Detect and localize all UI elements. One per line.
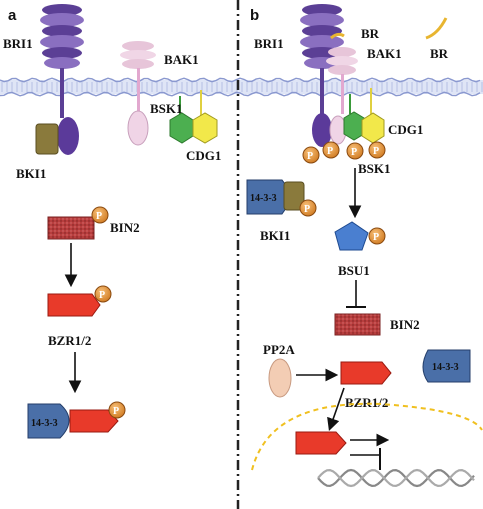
bzr-transcription-factor (47, 293, 101, 317)
bzr12-label: BZR1/2 (345, 395, 388, 410)
panel-a-letter: a (8, 7, 17, 24)
cdg1-kinase (361, 88, 385, 144)
bak1-label: BAK1 (367, 46, 402, 61)
pp2a-phosphatase (268, 358, 292, 398)
bsk1-kinase (343, 94, 365, 141)
pp2a-label: PP2A (263, 342, 295, 357)
bki1-protein (35, 123, 59, 155)
phospho-badge: P (346, 142, 364, 160)
svg-text:P: P (373, 146, 379, 157)
svg-text:P: P (327, 146, 333, 157)
bzr-transcription-factor (69, 409, 119, 433)
fourteen33-protein (422, 349, 471, 383)
svg-text:P: P (307, 151, 313, 162)
bki1-label: BKI1 (260, 228, 290, 243)
br-ligand (330, 32, 345, 40)
dna-strand (317, 468, 475, 488)
phospho-badge: P (368, 227, 386, 245)
bzr12-label: BZR1/2 (48, 333, 91, 348)
br-right-label: BR (430, 46, 449, 61)
bri1-label: BRI1 (3, 36, 33, 51)
bak1-label: BAK1 (164, 52, 199, 67)
arrow (327, 387, 345, 432)
bak1-coreceptor (326, 47, 358, 145)
panel-b-letter: b (250, 7, 259, 24)
bzr-transcription-factor (295, 431, 347, 455)
bsk1-label: BSK1 (358, 161, 391, 176)
plasma-membrane (0, 77, 483, 97)
bsk1-label: BSK1 (150, 101, 183, 116)
bri1-label: BRI1 (254, 36, 284, 51)
phospho-badge: P (299, 199, 317, 217)
bki1-label: BKI1 (16, 166, 46, 181)
bin2-kinase (334, 313, 381, 336)
br-ligand (425, 17, 448, 40)
nucleus-outline (251, 402, 483, 471)
dna-strand (317, 468, 475, 488)
phospho-badge: P (302, 146, 320, 164)
fourteen33-label: 14-3-3 (31, 418, 58, 429)
fourteen33-protein (27, 403, 70, 439)
inhibition-bar (346, 280, 366, 308)
svg-text:P: P (373, 232, 379, 243)
bki1-protein (283, 181, 305, 211)
bzr-transcription-factor (340, 361, 392, 385)
bin2-label: BIN2 (390, 317, 420, 332)
bsu1-phosphatase (334, 221, 369, 251)
phospho-badge: P (108, 401, 126, 419)
phospho-badge: P (94, 285, 112, 303)
bak1-coreceptor (120, 41, 156, 146)
bri1-receptor (40, 4, 84, 155)
fourteen33-left-label: 14-3-3 (250, 193, 277, 204)
cdg1-label: CDG1 (388, 122, 423, 137)
bin2-label: BIN2 (110, 220, 140, 235)
phospho-badge: P (368, 141, 386, 159)
br-top-label: BR (361, 26, 380, 41)
svg-text:P: P (304, 204, 310, 215)
bsu1-label: BSU1 (338, 263, 370, 278)
inhibition-bar (350, 448, 381, 470)
svg-text:P: P (96, 211, 102, 222)
phospho-badge: P (91, 206, 109, 224)
phospho-badge: P (322, 141, 340, 159)
bin2-kinase (47, 216, 95, 240)
cdg1-label: CDG1 (186, 148, 221, 163)
cdg1-kinase (192, 90, 218, 144)
svg-text:P: P (99, 290, 105, 301)
svg-text:P: P (113, 406, 119, 417)
svg-text:P: P (351, 147, 357, 158)
fourteen33-right-label: 14-3-3 (432, 362, 459, 373)
